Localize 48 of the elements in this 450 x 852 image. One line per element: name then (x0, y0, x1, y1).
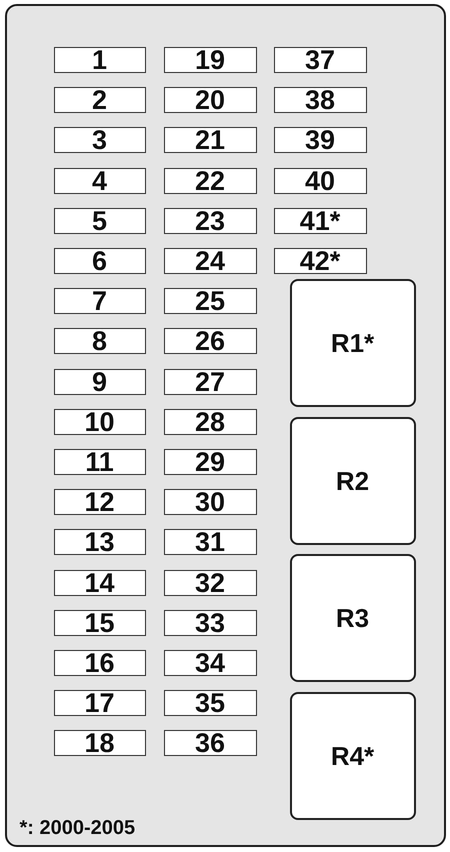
fuse-slot: 16 (54, 650, 146, 676)
fuse-slot: 41* (274, 208, 366, 234)
fuse-slot: 31 (164, 528, 256, 554)
fuse-slot: 2 (54, 86, 146, 112)
fuse-slot: 21 (164, 126, 256, 152)
fuse-slot: 25 (164, 288, 256, 314)
fuse-slot: 6 (54, 248, 146, 274)
fuse-slot: 14 (54, 570, 146, 596)
fuse-slot: 9 (54, 368, 146, 394)
fuse-slot: 30 (164, 488, 256, 514)
relay-slot: R1* (290, 278, 416, 406)
relay-slot: R4* (290, 692, 416, 820)
footnote: *: 2000-2005 (20, 816, 136, 838)
fuse-slot: 19 (164, 46, 256, 72)
fuse-slot: 3 (54, 126, 146, 152)
fuse-slot: 36 (164, 730, 256, 756)
fuse-slot: 17 (54, 690, 146, 716)
fuse-slot: 8 (54, 328, 146, 354)
fuse-slot: 27 (164, 368, 256, 394)
relay-slot: R3 (290, 554, 416, 682)
fuse-slot: 24 (164, 248, 256, 274)
fuse-slot: 40 (274, 168, 366, 194)
fuse-slot: 28 (164, 408, 256, 434)
fuse-slot: 37 (274, 46, 366, 72)
fuse-slot: 15 (54, 610, 146, 636)
fuse-slot: 23 (164, 208, 256, 234)
fuse-slot: 10 (54, 408, 146, 434)
fuse-slot: 34 (164, 650, 256, 676)
fuse-slot: 4 (54, 168, 146, 194)
fuse-panel (5, 4, 446, 847)
fuse-slot: 42* (274, 248, 366, 274)
fuse-slot: 11 (54, 448, 146, 474)
fuse-slot: 29 (164, 448, 256, 474)
fuse-slot: 13 (54, 528, 146, 554)
fuse-slot: 1 (54, 46, 146, 72)
fuse-slot: 7 (54, 288, 146, 314)
fuse-slot: 22 (164, 168, 256, 194)
fuse-slot: 5 (54, 208, 146, 234)
fuse-slot: 18 (54, 730, 146, 756)
relay-slot: R2 (290, 416, 416, 544)
fuse-slot: 33 (164, 610, 256, 636)
fuse-slot: 38 (274, 86, 366, 112)
fuse-slot: 12 (54, 488, 146, 514)
fuse-slot: 26 (164, 328, 256, 354)
fuse-slot: 39 (274, 126, 366, 152)
fuse-slot: 35 (164, 690, 256, 716)
fuse-slot: 20 (164, 86, 256, 112)
fuse-slot: 32 (164, 570, 256, 596)
